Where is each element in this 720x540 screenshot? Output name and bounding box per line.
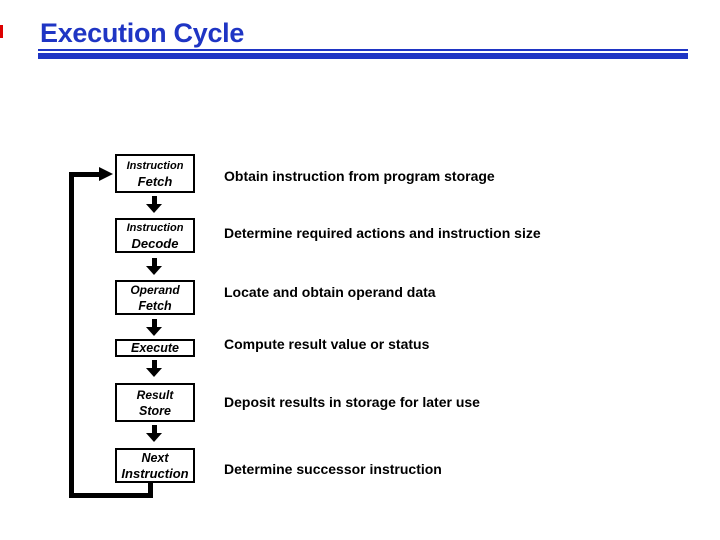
- down-arrow-icon: [145, 258, 163, 275]
- flow-box-next-instruction: Next Instruction: [115, 448, 195, 483]
- loop-line-bottom-stem: [148, 483, 153, 498]
- flow-box-execute: Execute: [115, 339, 195, 357]
- down-arrow-icon: [145, 196, 163, 213]
- flow-box-instruction-fetch: Instruction Fetch: [115, 154, 195, 193]
- down-arrow-icon: [145, 319, 163, 336]
- step-description: Obtain instruction from program storage: [224, 168, 495, 184]
- box-label-line2: Store: [139, 403, 171, 418]
- box-label-line2: Fetch: [137, 173, 173, 189]
- step-description: Locate and obtain operand data: [224, 284, 436, 300]
- box-label-line1: Operand: [130, 282, 180, 297]
- flow-box-result-store: Result Store: [115, 383, 195, 422]
- loop-arrowhead-right-icon: [99, 167, 113, 181]
- step-description: Determine successor instruction: [224, 461, 442, 477]
- box-label-line1: Execute: [131, 340, 179, 355]
- page-title: Execution Cycle: [40, 18, 245, 48]
- box-label-line1: Instruction: [126, 221, 184, 234]
- box-label-line2: Fetch: [138, 298, 172, 313]
- flow-box-operand-fetch: Operand Fetch: [115, 280, 195, 315]
- step-description: Deposit results in storage for later use: [224, 394, 480, 410]
- box-label-line2: Decode: [131, 235, 179, 251]
- red-bullet-square: [0, 25, 3, 38]
- loop-line-left: [69, 172, 74, 498]
- box-label-line1: Instruction: [126, 159, 184, 172]
- box-label-line1: Next: [141, 450, 169, 465]
- box-label-line1: Result: [136, 387, 174, 402]
- title-underline-thick: [38, 53, 688, 59]
- step-description: Determine required actions and instructi…: [224, 225, 541, 241]
- down-arrow-icon: [145, 425, 163, 442]
- down-arrow-icon: [145, 360, 163, 377]
- loop-line-bottom: [69, 493, 153, 498]
- step-description: Compute result value or status: [224, 336, 430, 352]
- box-label-line2: Instruction: [121, 465, 189, 481]
- title-underline-thin: [38, 49, 688, 51]
- flow-box-instruction-decode: Instruction Decode: [115, 218, 195, 253]
- loop-line-top: [69, 172, 100, 177]
